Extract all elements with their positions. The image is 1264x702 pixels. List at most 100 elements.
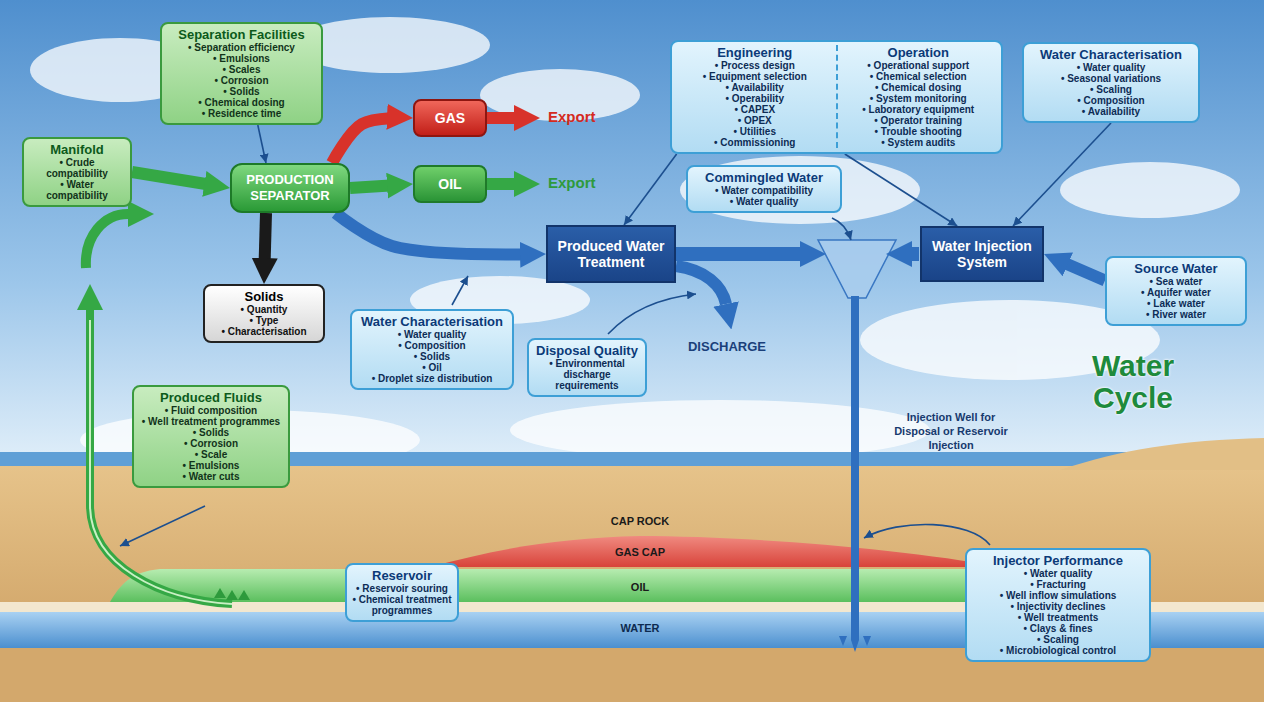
info-box: Injector Performance• Water quality• Fra… bbox=[965, 548, 1151, 662]
export-arrow bbox=[487, 112, 514, 124]
bullet-item: • Well treatment programmes bbox=[139, 416, 283, 427]
bullet-item: • Quantity bbox=[210, 304, 318, 315]
bullet-item: • Separation efficiency bbox=[167, 42, 316, 53]
bullet-item: • Aquifer water bbox=[1112, 287, 1240, 298]
text-column: Disposal Quality• Environmental discharg… bbox=[534, 343, 640, 391]
bullet-item: • Utilities bbox=[678, 126, 832, 137]
flow-arrow bbox=[350, 184, 413, 188]
info-box: Produced Fluids• Fluid composition• Well… bbox=[132, 385, 290, 488]
bullet-item: • Solids bbox=[357, 351, 507, 362]
info-box: Solids• Quantity• Type• Characterisation bbox=[203, 284, 325, 343]
text-column: GAS bbox=[420, 110, 480, 126]
bullet-item: • OPEX bbox=[678, 115, 832, 126]
bullet-item: • Operational support bbox=[842, 60, 996, 71]
bullet-item: • Chemical treatment programmes bbox=[352, 594, 452, 616]
bullet-item: • Scales bbox=[167, 64, 316, 75]
leader-line bbox=[832, 218, 851, 240]
leader-line bbox=[120, 506, 205, 546]
text-column: Produced Water Treatment bbox=[552, 238, 670, 270]
rock-stripe bbox=[0, 602, 1264, 612]
text-column: Manifold• Crude compatibility• Water com… bbox=[29, 142, 125, 201]
bullet-item: • Corrosion bbox=[139, 438, 283, 449]
well-label: Injection Well for Disposal or Reservoir… bbox=[890, 410, 1012, 452]
sky bbox=[0, 0, 1264, 470]
connector-line bbox=[258, 125, 266, 163]
export-label: Export bbox=[548, 174, 618, 192]
connector-line bbox=[624, 154, 677, 225]
export-label: Export bbox=[548, 108, 618, 126]
bullet-item: • Type bbox=[210, 315, 318, 326]
box-heading: Produced Fluids bbox=[139, 390, 283, 405]
bullet-item: • Microbiological control bbox=[972, 645, 1144, 656]
text-column: Engineering• Process design• Equipment s… bbox=[674, 45, 836, 148]
text-column: Water Injection System bbox=[926, 238, 1038, 270]
bullet-item: • System audits bbox=[842, 137, 996, 148]
bullet-item: • Well inflow simulations bbox=[972, 590, 1144, 601]
bullet-item: • Fluid composition bbox=[139, 405, 283, 416]
bullet-item: • Availability bbox=[678, 82, 832, 93]
layer-label: GAS CAP bbox=[590, 546, 690, 559]
flow-arrow bbox=[132, 172, 230, 188]
box-label: PRODUCTION SEPARATOR bbox=[237, 172, 343, 204]
gas-cap-layer bbox=[430, 536, 1000, 567]
bullet-item: • Commissioning bbox=[678, 137, 832, 148]
bullet-item: • Crude compatibility bbox=[29, 157, 125, 179]
flow-arrow bbox=[1044, 254, 1105, 281]
flow-arrow bbox=[336, 213, 546, 254]
box-heading: Water Characterisation bbox=[357, 314, 507, 329]
bullet-item: • CAPEX bbox=[678, 104, 832, 115]
info-box: Separation Facilities• Separation effici… bbox=[160, 22, 323, 125]
info-box: Engineering• Process design• Equipment s… bbox=[670, 40, 1003, 154]
bullet-item: • Scale bbox=[139, 449, 283, 460]
flow-arrow bbox=[332, 118, 413, 163]
box-heading: Solids bbox=[210, 289, 318, 304]
box-heading: Commingled Water bbox=[693, 170, 835, 185]
box-heading: Reservoir bbox=[352, 568, 452, 583]
clouds bbox=[30, 17, 1240, 470]
process-box: Water Injection System bbox=[920, 226, 1044, 282]
bullet-item: • Water compatibility bbox=[29, 179, 125, 201]
leader-line bbox=[864, 524, 990, 545]
box-heading: Disposal Quality bbox=[534, 343, 640, 358]
text-column: OIL bbox=[420, 176, 480, 192]
box-label: GAS bbox=[420, 110, 480, 126]
water-layer bbox=[0, 612, 1264, 648]
bullet-item: • Scaling bbox=[1029, 84, 1193, 95]
bullet-item: • Process design bbox=[678, 60, 832, 71]
bullet-item: • Water compatibility bbox=[693, 185, 835, 196]
connector-line bbox=[1013, 123, 1111, 226]
bullet-item: • Water cuts bbox=[139, 471, 283, 482]
flow-arrow bbox=[86, 214, 128, 268]
box-heading: Manifold bbox=[29, 142, 125, 157]
text-column: Water Characterisation• Water quality• C… bbox=[357, 314, 507, 384]
beach bbox=[1060, 438, 1264, 470]
info-box: Manifold• Crude compatibility• Water com… bbox=[22, 137, 132, 207]
bullet-item: • Emulsions bbox=[139, 460, 283, 471]
bullet-item: • Water quality bbox=[693, 196, 835, 207]
connector-line bbox=[845, 154, 957, 226]
bullet-item: • Water quality bbox=[357, 329, 507, 340]
layer-label: WATER bbox=[590, 622, 690, 635]
cloud bbox=[510, 400, 930, 460]
box-heading: Engineering bbox=[678, 45, 832, 60]
separator-box: PRODUCTION SEPARATOR bbox=[230, 163, 350, 213]
outflow-arrow bbox=[839, 636, 847, 646]
text-column: Commingled Water• Water compatibility• W… bbox=[693, 170, 835, 207]
bullet-item: • Availability bbox=[1029, 106, 1193, 117]
inflow-arrow bbox=[238, 590, 250, 600]
bullet-item: • Seasonal variations bbox=[1029, 73, 1193, 84]
info-box: Water Characterisation• Water quality• C… bbox=[350, 309, 514, 390]
box-heading: Source Water bbox=[1112, 261, 1240, 276]
text-column: Source Water• Sea water• Aquifer water• … bbox=[1112, 261, 1240, 320]
box-heading: Separation Facilities bbox=[167, 27, 316, 42]
flow-arrow bbox=[676, 247, 800, 261]
cloud bbox=[1060, 162, 1240, 218]
bullet-item: • Operator training bbox=[842, 115, 996, 126]
text-column: Separation Facilities• Separation effici… bbox=[167, 27, 316, 119]
bullet-item: • Trouble shooting bbox=[842, 126, 996, 137]
outflow-arrow bbox=[851, 640, 859, 652]
leader-line bbox=[452, 276, 468, 305]
info-box: Reservoir• Reservoir souring• Chemical t… bbox=[345, 563, 459, 622]
